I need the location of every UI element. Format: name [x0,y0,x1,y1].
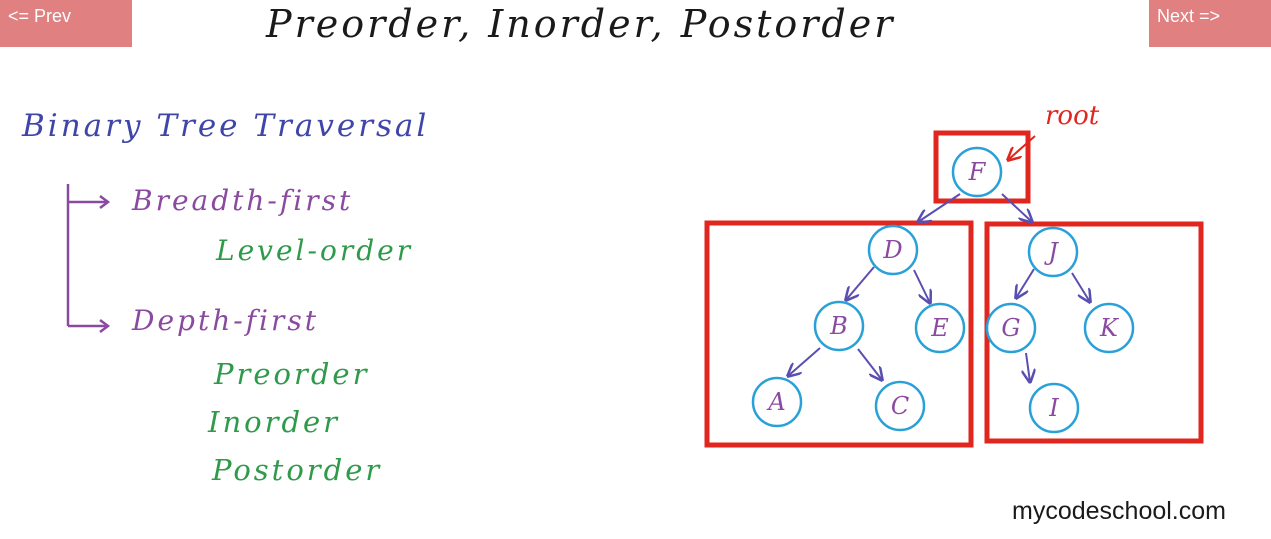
prev-button[interactable]: <= Prev [0,0,132,47]
postorder-label: Postorder [212,453,383,487]
tree-edges [788,193,1090,382]
left-subtree-box [704,220,974,448]
preorder-label: Preorder [214,357,370,391]
outline-bracket [66,184,111,333]
root-annotation: root [1045,101,1100,131]
tree-node-c [874,380,926,432]
page-title: Preorder, Inorder, Postorder [266,2,896,46]
tree-node-e-label: E [930,314,949,342]
tree-node-k-label: K [1099,314,1120,342]
level-order-label: Level-order [216,234,414,267]
outline-heading: Binary Tree Traversal [22,108,430,144]
tree-node-b [813,300,865,352]
tree-node-b-label: B [829,312,848,340]
tree-node-a-label: A [766,388,785,416]
depth-first-label: Depth-first [132,304,320,337]
tree-node-i [1028,382,1080,434]
tree-node-d [867,224,919,276]
binary-tree-diagram: root F D J B E G K A C I [704,101,1204,448]
watermark: mycodeschool.com [1012,497,1226,525]
breadth-first-label: Breadth-first [132,184,354,217]
tree-node-d-label: D [882,236,902,264]
tree-node-f-label: F [968,158,987,186]
tree-node-c-label: C [891,392,909,420]
inorder-label: Inorder [208,405,341,439]
root-box [933,130,1031,204]
tree-node-i-label: I [1048,394,1059,422]
tree-node-f [951,146,1003,198]
root-arrow [1008,135,1036,160]
tree-node-g-label: G [1001,314,1020,342]
next-button[interactable]: Next => [1149,0,1271,47]
tree-node-a [751,376,803,428]
tree-node-e [914,302,966,354]
tree-node-k [1083,302,1135,354]
tree-node-j [1027,226,1079,278]
tree-node-g [985,302,1037,354]
